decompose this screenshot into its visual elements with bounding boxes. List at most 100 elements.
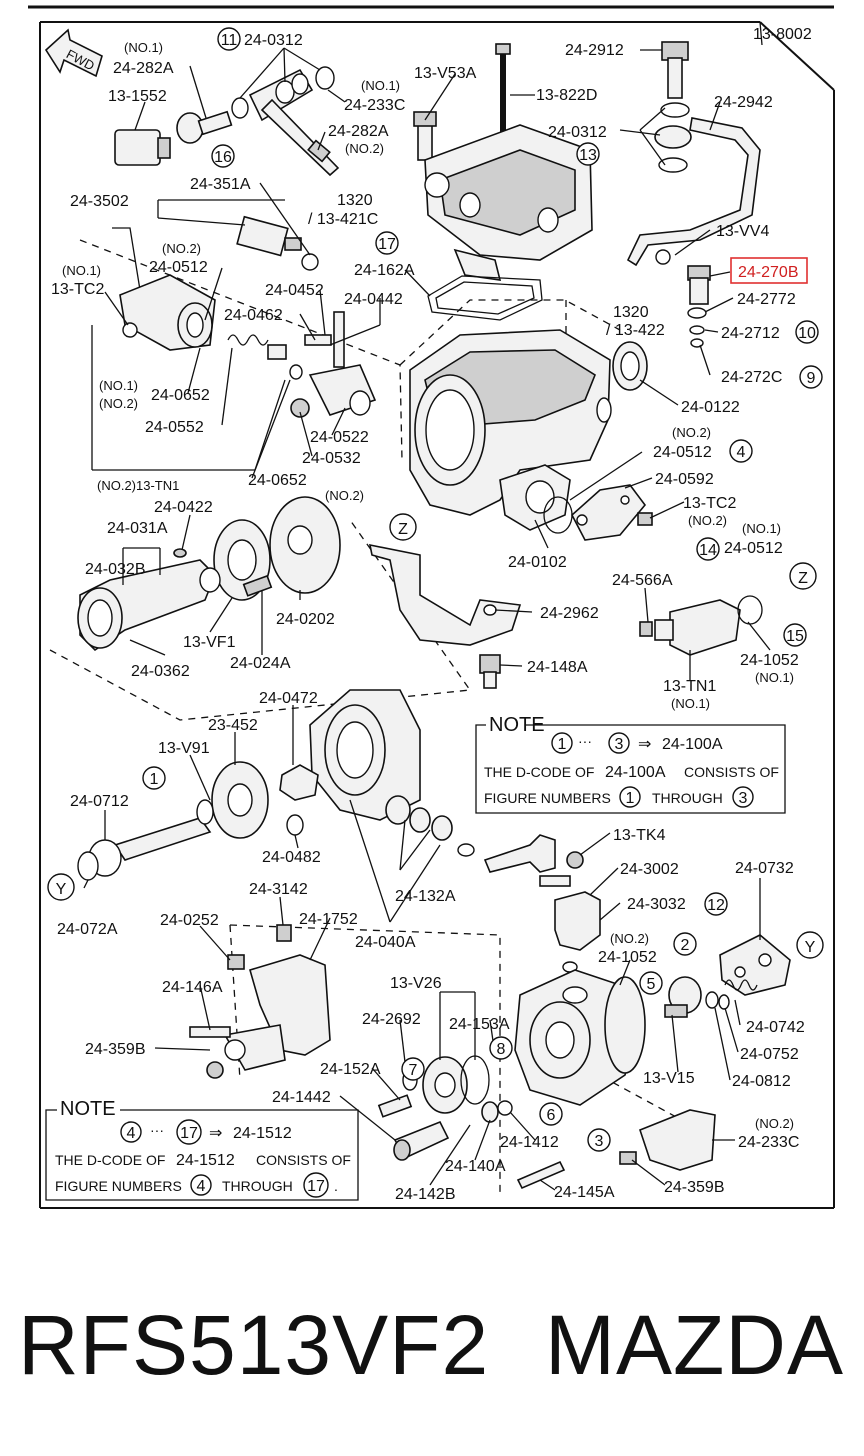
svg-text:9: 9 [807, 370, 816, 387]
label-24-145A: 24-145A [554, 1184, 615, 1201]
svg-text:24-100A: 24-100A [605, 764, 666, 781]
label-13-V91: 13-V91 [158, 740, 210, 757]
label-24-1052-a: 24-1052 [740, 652, 799, 669]
callout-9: 9 [799, 365, 823, 389]
label-1320-b: 1320 [613, 304, 649, 321]
label-24-282A-b: 24-282A [328, 123, 389, 140]
note-box-2: NOTE 4 ··· 17 ⇒ 24-1512 THE D-CODE OF 24… [45, 1098, 359, 1201]
callout-15: 15 [783, 623, 807, 647]
callout-numbers: 11 16 13 17 10 9 4 Z 14 Z 15 1 Y 12 2 Y … [47, 27, 824, 1152]
callout-y-left: Y [47, 873, 75, 901]
label-13-TC2-a: 13-TC2 [51, 281, 104, 298]
svg-text:THE D-CODE OF: THE D-CODE OF [484, 764, 594, 780]
label-24-0312-top: 24-0312 [244, 32, 303, 49]
svg-text:⇒: ⇒ [209, 1125, 222, 1142]
svg-text:17: 17 [180, 1125, 198, 1142]
label-24-0512-b: 24-0512 [653, 444, 712, 461]
label-24-040A: 24-040A [355, 934, 416, 951]
label-24-0812: 24-0812 [732, 1073, 791, 1090]
label-13-VF1: 13-VF1 [183, 634, 236, 651]
label-no1: (NO.1) [99, 378, 138, 393]
svg-text:···: ··· [578, 733, 592, 749]
parts-artwork [77, 41, 791, 1190]
label-no1: (NO.1) [671, 696, 710, 711]
svg-text:11: 11 [221, 32, 238, 49]
part-caption: RFS513VF2 MAZDA [0, 1290, 864, 1400]
callout-14: 14 [696, 537, 720, 561]
label-24-132A: 24-132A [395, 888, 456, 905]
label-13-TN1-no2: (NO.2)13-TN1 [97, 478, 179, 493]
svg-text:CONSISTS OF: CONSISTS OF [256, 1152, 351, 1168]
svg-text:14: 14 [699, 542, 717, 559]
svg-text:3: 3 [595, 1133, 604, 1150]
label-13-V15: 13-V15 [643, 1070, 695, 1087]
label-13-1552: 13-1552 [108, 88, 167, 105]
label-24-031A: 24-031A [107, 520, 168, 537]
svg-text:17: 17 [307, 1178, 325, 1195]
label-24-0652-b: 24-0652 [248, 472, 307, 489]
label-no1: (NO.1) [62, 263, 101, 278]
label-1320-a: 1320 [337, 192, 373, 209]
svg-text:CONSISTS OF: CONSISTS OF [684, 764, 779, 780]
label-13-VV4: 13-VV4 [716, 223, 769, 240]
svg-text:5: 5 [647, 976, 656, 993]
brand-text: MAZDA [545, 1297, 844, 1392]
label-no1: (NO.1) [361, 78, 400, 93]
callout-5: 5 [639, 971, 663, 995]
svg-text:16: 16 [214, 149, 232, 166]
label-24-0102: 24-0102 [508, 554, 567, 571]
svg-text:Z: Z [798, 570, 808, 587]
label-24-0482: 24-0482 [262, 849, 321, 866]
label-24-146A: 24-146A [162, 979, 223, 996]
label-24-2942: 24-2942 [714, 94, 773, 111]
svg-text:8: 8 [497, 1041, 506, 1058]
label-24-140A: 24-140A [445, 1158, 506, 1175]
callout-17: 17 [375, 231, 399, 255]
leader-lines [83, 21, 771, 1191]
svg-text:10: 10 [798, 325, 816, 342]
svg-text:THROUGH: THROUGH [222, 1178, 293, 1194]
label-24-3032: 24-3032 [627, 896, 686, 913]
svg-text:4: 4 [197, 1178, 206, 1195]
label-13-TC2-b: 13-TC2 [683, 495, 736, 512]
svg-text:THE D-CODE OF: THE D-CODE OF [55, 1152, 165, 1168]
note-1-title: NOTE [489, 714, 545, 736]
label-23-452: 23-452 [208, 717, 258, 734]
label-24-0362: 24-0362 [131, 663, 190, 680]
svg-text:.: . [334, 1178, 338, 1194]
label-13-V26: 13-V26 [390, 975, 442, 992]
ref-label: 13-8002 [753, 26, 812, 43]
label-24-1052-b: 24-1052 [598, 949, 657, 966]
label-24-233C-bottom: 24-233C [738, 1134, 799, 1151]
label-24-0512-c: 24-0512 [724, 540, 783, 557]
label-24-0752: 24-0752 [740, 1046, 799, 1063]
label-24-152A: 24-152A [320, 1061, 381, 1078]
callout-12: 12 [704, 892, 728, 916]
note-2-code: 24-1512 [233, 1125, 292, 1142]
highlight-box [730, 257, 808, 284]
svg-text:FIGURE NUMBERS: FIGURE NUMBERS [55, 1178, 182, 1194]
label-no2: (NO.2) [162, 241, 201, 256]
diagram-frame [28, 5, 835, 1209]
label-24-0532: 24-0532 [302, 450, 361, 467]
svg-text:2: 2 [681, 937, 690, 954]
label-24-0512-a: 24-0512 [149, 259, 208, 276]
label-13-422: / 13-422 [606, 322, 665, 339]
label-24-0252: 24-0252 [160, 912, 219, 929]
svg-text:FIGURE NUMBERS: FIGURE NUMBERS [484, 790, 611, 806]
svg-text:7: 7 [409, 1062, 418, 1079]
label-24-0122: 24-0122 [681, 399, 740, 416]
label-24-2912: 24-2912 [565, 42, 624, 59]
label-24-270B-highlighted: 24-270B [738, 264, 799, 281]
label-13-822D: 13-822D [536, 87, 597, 104]
svg-text:THROUGH: THROUGH [652, 790, 723, 806]
label-24-0552: 24-0552 [145, 419, 204, 436]
label-no2: (NO.2) [610, 931, 649, 946]
label-13-TK4: 13-TK4 [613, 827, 666, 844]
fwd-arrow-icon: FWD [44, 28, 103, 78]
label-no2: (NO.2) [672, 425, 711, 440]
note-1-code: 24-100A [662, 736, 723, 753]
label-24-2962: 24-2962 [540, 605, 599, 622]
label-24-024A: 24-024A [230, 655, 291, 672]
label-24-0472: 24-0472 [259, 690, 318, 707]
